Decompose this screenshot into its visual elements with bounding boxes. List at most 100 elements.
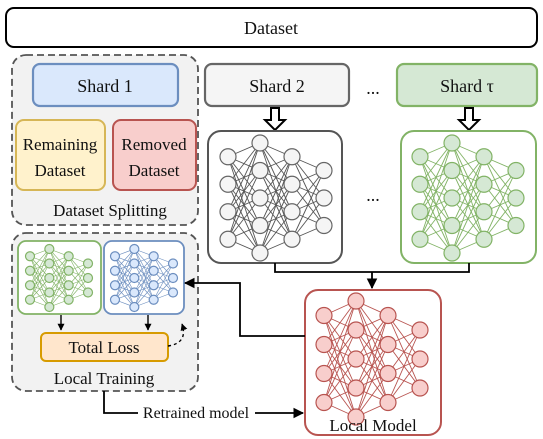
shard-tau-network [411,134,525,262]
network-edge [291,170,325,240]
network-node [315,335,333,354]
network-edge [355,373,389,418]
total-loss-label: Total Loss [68,338,139,357]
network-edge [134,256,154,308]
local-training-caption: Local Training [54,369,155,388]
network-node [219,230,237,248]
network-node [167,258,179,269]
network-node [219,148,237,166]
network-node [251,134,269,152]
network-edge [451,156,485,254]
local-model-caption: Local Model [329,416,417,435]
network-edge [483,197,517,240]
dataset-splitting-group: Shard 1 Remaining Dataset Removed Datase… [11,54,199,226]
network-edge [49,256,69,308]
network-node [443,216,461,235]
network-node [24,251,36,262]
network-node [148,280,159,291]
network-edge [259,156,293,226]
shard-tau-box: Shard τ [395,62,539,108]
network-node [379,306,397,325]
network-edge [291,197,325,240]
shard-1-label: Shard 1 [77,76,133,96]
local-training-group: Total Loss Local Training [11,232,199,392]
network-node [347,379,365,397]
network-node [251,161,269,180]
network-node [129,272,140,284]
removed-line2: Dataset [129,161,180,180]
network-node [109,251,121,262]
network-node [129,287,140,298]
network-node [411,175,429,193]
dataset-box: Dataset [5,7,538,48]
network-edge [134,270,154,308]
shard-2-network [219,134,333,262]
network-node [219,175,237,193]
network-node [148,251,159,262]
network-node [44,243,55,255]
remaining-line1: Remaining [23,135,98,154]
network-edge [451,211,485,254]
network-node [315,216,333,235]
network-node [148,265,159,276]
retrained-model-label: Retrained model [143,405,250,422]
network-node [63,280,74,291]
network-node [44,301,55,313]
network-edge [323,300,357,374]
network-node [129,243,140,255]
network-edge [114,248,135,300]
network-node [219,203,237,221]
network-node [475,230,493,248]
hollow-arrow-shard-tau [456,107,482,132]
network-edge [227,197,261,240]
network-edge [387,329,421,374]
network-node [283,203,301,221]
network-node [507,161,525,180]
network-edge [134,256,154,293]
network-node [315,189,333,207]
network-edge [483,170,517,240]
network-edge [419,142,453,185]
remaining-line2: Dataset [35,161,86,180]
network-node [315,306,333,325]
network-node [379,364,397,383]
network-node [44,287,55,298]
network-node [63,251,74,262]
network-edge [227,142,261,185]
network-node [443,134,461,152]
network-node [347,408,365,426]
network-node [283,148,301,166]
network-node [63,265,74,276]
network-node [82,287,94,298]
network-node [82,258,94,269]
network-node [443,161,461,180]
network-edge [419,170,453,240]
network-node [411,350,429,368]
network-node [507,216,525,235]
network-edge [114,248,135,286]
network-node [475,148,493,166]
network-node [148,294,159,305]
network-node [251,189,269,207]
network-edge [227,142,261,212]
shard-2-box: Shard 2 [203,62,351,108]
network-node [109,294,121,305]
network-node [24,265,36,276]
network-node [167,287,179,298]
network-node [109,280,121,291]
network-node [129,258,140,269]
network-node [379,335,397,354]
network-edge [419,142,453,240]
network-edge [355,315,389,360]
network-edge [355,344,389,418]
remaining-dataset-box: Remaining Dataset [15,119,106,191]
dataset-splitting-caption: Dataset Splitting [53,201,167,220]
training-network-blue [109,243,179,313]
network-edge [323,300,357,403]
network-edge [259,184,293,254]
network-node [347,292,365,310]
network-edge [49,256,69,293]
network-edge [227,170,261,240]
network-node [411,203,429,221]
ellipsis-middle: ... [366,185,380,205]
